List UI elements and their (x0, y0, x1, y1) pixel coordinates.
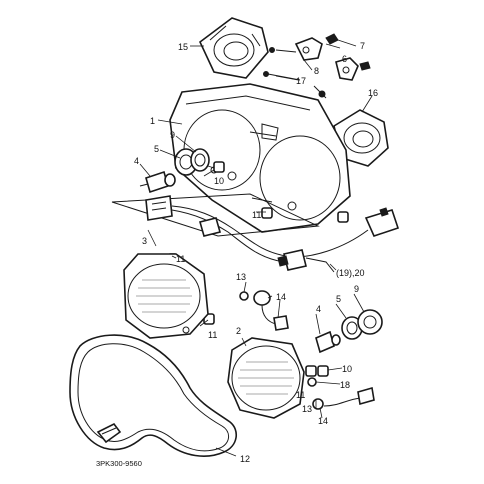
part-5-9-bulb-cover-upper (174, 148, 210, 176)
part-1-headlight-housing (169, 83, 351, 233)
callout-5-upper: 5 (154, 144, 159, 154)
callout-15: 15 (178, 42, 188, 52)
callout-2: 2 (236, 326, 241, 336)
callout-14-left: 14 (276, 292, 286, 302)
callout-18: 18 (340, 380, 350, 390)
leader-lines (139, 39, 373, 457)
callout-19-20: (19),20 (336, 268, 365, 278)
callout-9-right: 9 (354, 284, 359, 294)
callout-4-upper: 4 (134, 156, 139, 166)
callout-3: 3 (142, 236, 147, 246)
callout-5-right: 5 (336, 294, 341, 304)
part-6-8-stay-brackets (263, 33, 371, 99)
callout-1: 1 (150, 116, 155, 126)
callout-11-left-bottom: 11 (208, 330, 217, 340)
part-4-5-9-bulb-group-right (315, 309, 383, 354)
catalog-code: 3PK300-9560 (96, 459, 142, 468)
part-13-14-18-pilot-lamp-right (307, 365, 375, 410)
part-13-14-pilot-lamp-left (239, 290, 289, 331)
callout-13-left: 13 (236, 272, 246, 282)
part-15-headlight-bracket (199, 17, 269, 79)
callout-10-right: 10 (342, 364, 352, 374)
callout-17: 17 (296, 76, 306, 86)
callout-9-upper: 9 (170, 130, 175, 140)
callout-labels: 15 1 9 5 4 10 11 7 6 8 17 16 3 11 13 14 … (96, 41, 378, 468)
callout-11-right: 11 (296, 390, 305, 400)
part-3-headlight-unit-left (123, 253, 209, 339)
callout-12: 12 (240, 454, 250, 464)
callout-13-right: 13 (302, 404, 312, 414)
callout-16: 16 (368, 88, 378, 98)
callout-11-left-lamp: 11 (176, 254, 185, 264)
part-2-headlight-unit-right (227, 337, 305, 419)
callout-11-housing: 11 (252, 210, 261, 220)
wiring-harness (111, 193, 400, 273)
callout-4-right: 4 (316, 304, 321, 314)
callout-10-upper: 10 (214, 176, 224, 186)
callout-7: 7 (360, 41, 365, 51)
part-4-headlight-bulb-upper (139, 170, 176, 194)
part-12-headlight-trim (69, 334, 237, 457)
callout-14-right: 14 (318, 416, 328, 426)
callout-6: 6 (342, 54, 347, 64)
callout-8: 8 (314, 66, 319, 76)
